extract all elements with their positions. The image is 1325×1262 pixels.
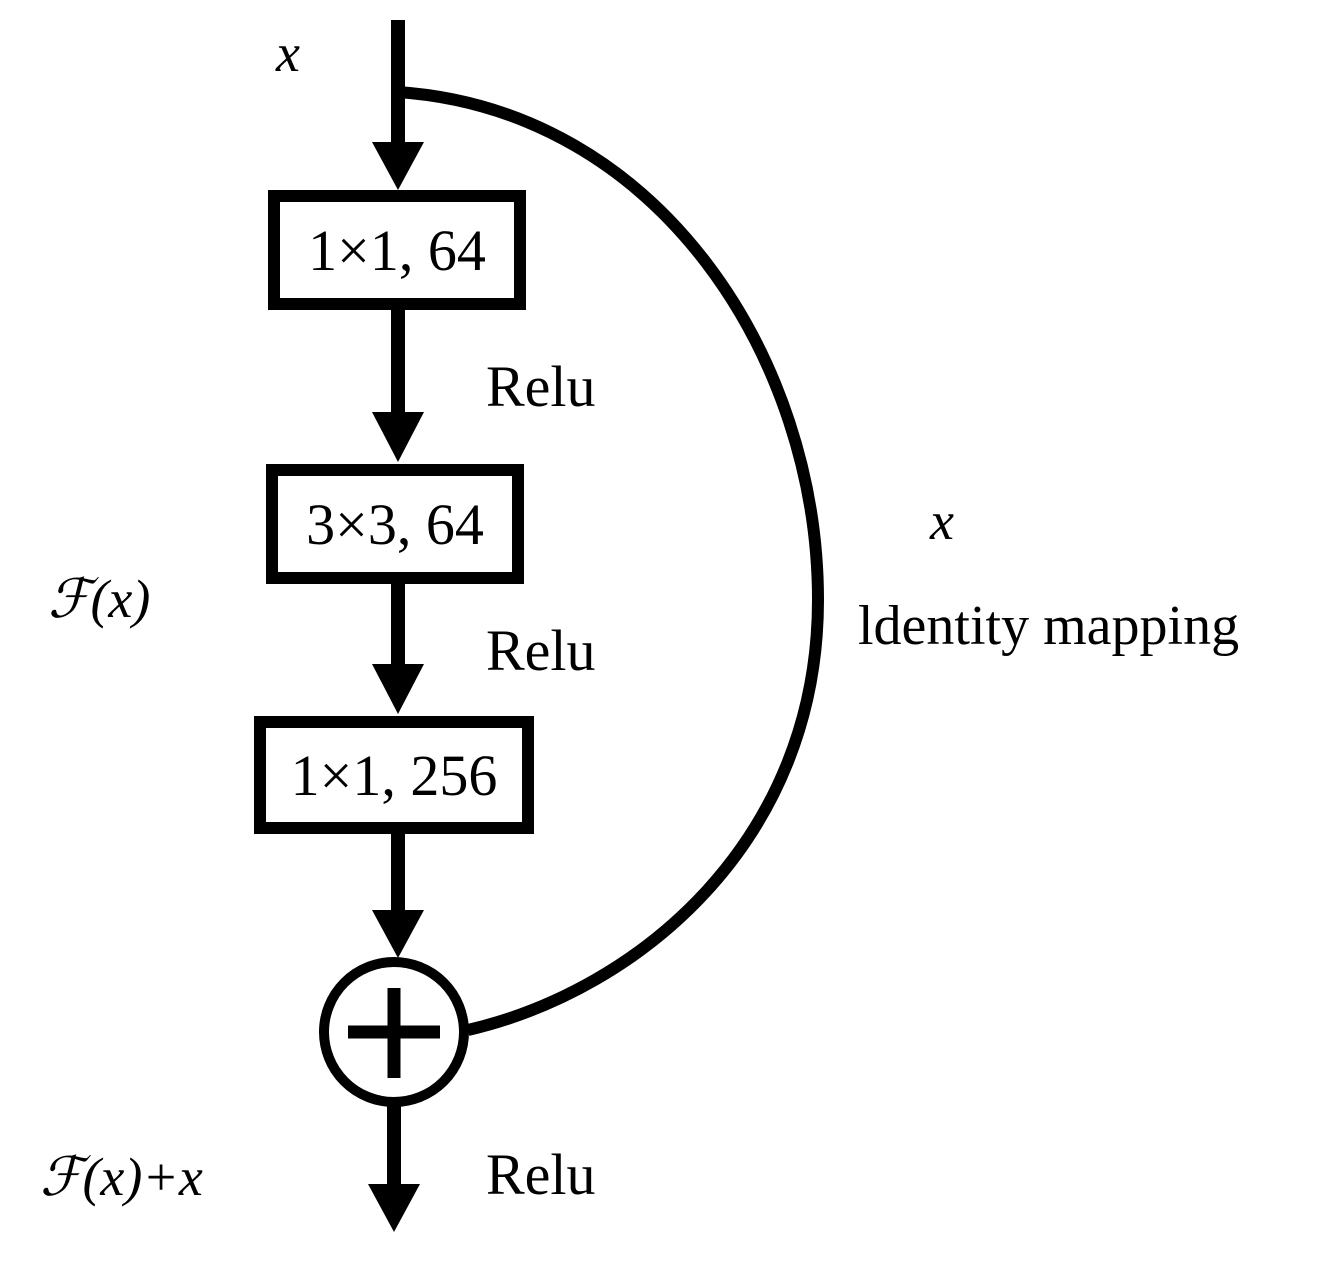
output-arrowhead	[368, 1184, 420, 1232]
input-arrowhead	[372, 142, 424, 190]
input-label: x	[276, 23, 300, 83]
conv3-to-add-arrowhead	[372, 910, 424, 958]
relu-label-2: Relu	[486, 618, 596, 683]
relu-label-1: Relu	[486, 354, 596, 419]
conv-block-1: 1×1, 64	[268, 190, 526, 310]
identity-mapping-label: ldentity mapping	[858, 595, 1240, 657]
conv-block-3: 1×1, 256	[254, 716, 534, 834]
shortcut-x-label: x	[930, 491, 954, 551]
shortcut-arc	[397, 86, 825, 1036]
conv-block-2: 3×3, 64	[266, 464, 524, 584]
conv1-to-conv2-arrowhead	[372, 412, 424, 462]
output-label: ℱ(x)+x	[40, 1147, 203, 1207]
residual-function-label: ℱ(x)	[48, 569, 151, 629]
conv2-to-conv3-arrowhead	[372, 664, 424, 714]
relu-label-3: Relu	[486, 1142, 596, 1207]
